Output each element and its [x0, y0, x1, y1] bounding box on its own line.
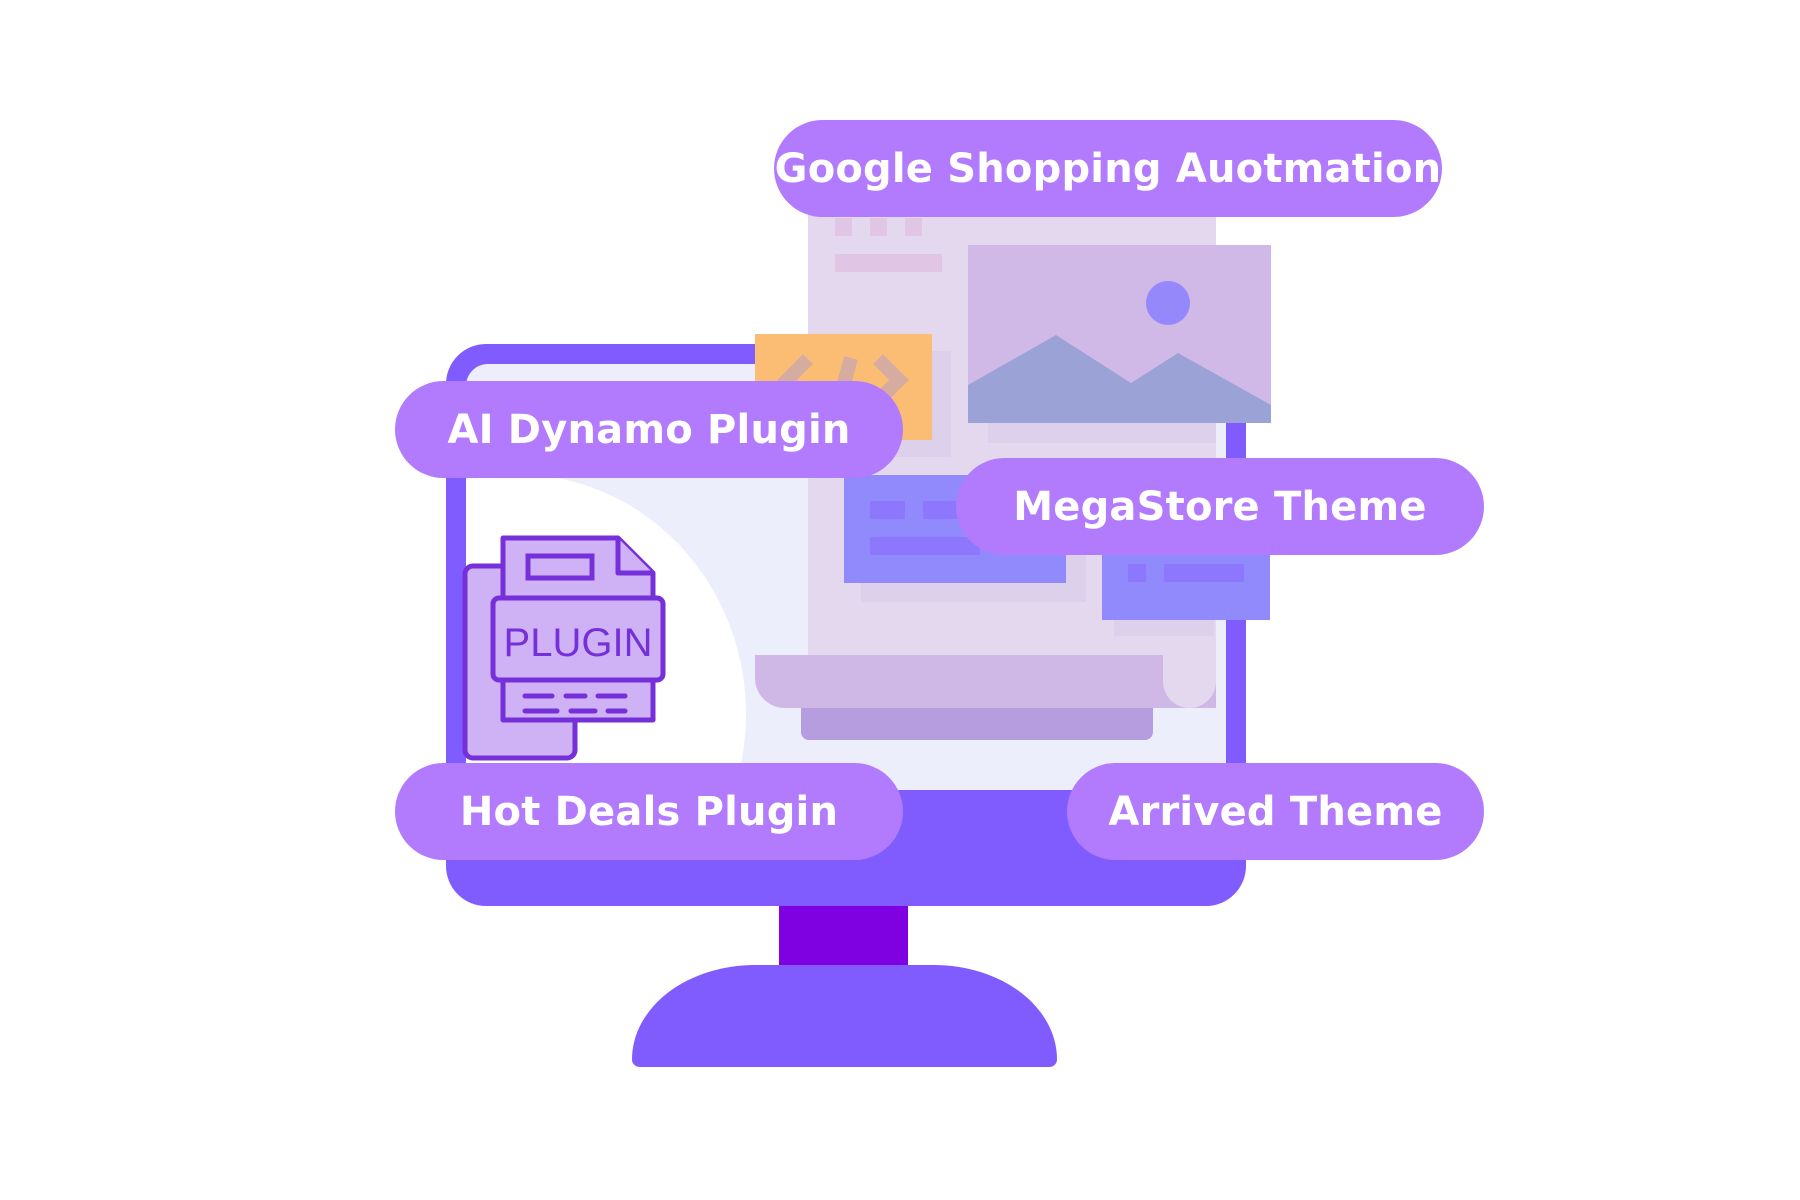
content-line — [1128, 564, 1146, 582]
image-placeholder-icon — [968, 281, 1271, 423]
mountain-shape — [968, 335, 1271, 423]
label-text: Arrived Theme — [1108, 788, 1443, 835]
webpage-dot-3 — [905, 218, 922, 236]
footer-bar-front — [755, 655, 1216, 708]
monitor-base — [632, 965, 1057, 1067]
webpage-dot-1 — [835, 218, 852, 236]
webpage-dot-2 — [870, 218, 887, 236]
content-line — [870, 537, 980, 555]
label-ai-dynamo-plugin: AI Dynamo Plugin — [395, 381, 903, 478]
label-google-shopping-automation: Google Shopping Auotmation — [774, 120, 1442, 217]
monitor-neck — [779, 906, 908, 968]
image-card — [968, 245, 1271, 423]
content-line — [870, 501, 905, 519]
label-text: Google Shopping Auotmation — [774, 145, 1442, 192]
label-arrived-theme: Arrived Theme — [1067, 763, 1484, 860]
label-megastore-theme: MegaStore Theme — [956, 458, 1484, 555]
label-hot-deals-plugin: Hot Deals Plugin — [395, 763, 903, 860]
label-text: MegaStore Theme — [1013, 483, 1427, 530]
label-text: AI Dynamo Plugin — [447, 406, 851, 453]
plugin-icon-text: PLUGIN — [504, 621, 653, 665]
content-line — [1164, 564, 1244, 582]
sun-shape — [1146, 281, 1190, 325]
webpage-header-bar — [835, 254, 942, 272]
footer-bar-curl — [1163, 655, 1216, 708]
plugin-file-icon: PLUGIN — [462, 535, 666, 761]
label-text: Hot Deals Plugin — [459, 788, 839, 835]
